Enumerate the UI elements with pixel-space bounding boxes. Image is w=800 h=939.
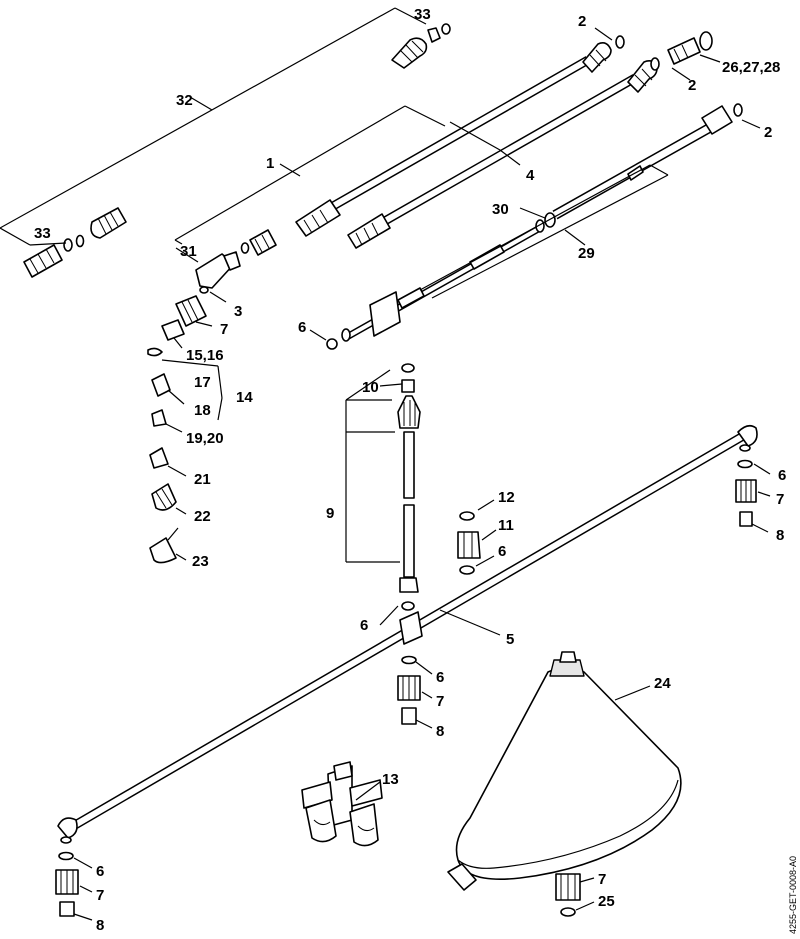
boom-nozzle-left <box>55 851 79 917</box>
callout-6-a: 6 <box>298 319 306 336</box>
callout-7-b: 7 <box>776 491 784 508</box>
callout-18: 18 <box>194 402 211 419</box>
callout-17: 17 <box>194 374 211 391</box>
callout-19-20: 19,20 <box>186 430 224 447</box>
callout-2-b: 2 <box>688 77 696 94</box>
callout-11: 11 <box>498 517 514 534</box>
leader-32 <box>0 7 396 229</box>
callout-22: 22 <box>194 508 211 525</box>
callout-6-e: 6 <box>436 669 444 686</box>
callout-14: 14 <box>236 389 253 406</box>
callout-5: 5 <box>506 631 514 648</box>
callout-7-d: 7 <box>96 887 104 904</box>
lance-32 <box>23 23 451 278</box>
spray-boom-5 <box>57 424 758 844</box>
fitting-11 <box>457 511 481 575</box>
boom-nozzle-right <box>735 459 757 527</box>
shield-nozzle <box>555 873 581 917</box>
extension-9 <box>397 363 421 611</box>
callout-30: 30 <box>492 201 509 218</box>
callout-33-left: 33 <box>34 225 51 242</box>
lance-1 <box>240 35 625 256</box>
callout-23: 23 <box>192 553 209 570</box>
callout-12: 12 <box>498 489 515 506</box>
callout-4: 4 <box>526 167 535 184</box>
callout-29: 29 <box>578 245 595 262</box>
callout-6-d: 6 <box>360 617 368 634</box>
callout-7-a: 7 <box>220 321 228 338</box>
callout-3: 3 <box>234 303 242 320</box>
callout-9: 9 <box>326 505 334 522</box>
callout-2-c: 2 <box>764 124 772 141</box>
callout-15-16: 15,16 <box>186 347 224 364</box>
lance-4 <box>347 31 713 249</box>
lance-29 <box>326 103 743 350</box>
callout-24: 24 <box>654 675 671 692</box>
callout-31: 31 <box>180 243 197 260</box>
callout-6-b: 6 <box>778 467 786 484</box>
callout-32: 32 <box>176 92 193 109</box>
callout-6-c: 6 <box>498 543 506 560</box>
callout-21: 21 <box>194 471 211 488</box>
callout-7-e: 7 <box>598 871 606 888</box>
drawing-code: 4255-GET-0008-A0 <box>788 856 798 934</box>
callout-25: 25 <box>598 893 615 910</box>
callout-1: 1 <box>266 155 274 172</box>
callout-2-a: 2 <box>578 13 586 30</box>
callout-13: 13 <box>382 771 399 788</box>
boom-nozzle-center <box>397 655 421 725</box>
double-nozzle-13 <box>301 761 383 847</box>
callout-33-top: 33 <box>414 6 431 23</box>
spray-shield-24 <box>447 651 682 891</box>
callout-8-c: 8 <box>96 917 104 934</box>
nozzle-parts <box>147 251 241 564</box>
callout-8-a: 8 <box>776 527 784 544</box>
callout-7-c: 7 <box>436 693 444 710</box>
callout-10: 10 <box>362 379 379 396</box>
callout-8-b: 8 <box>436 723 444 740</box>
callout-26-27-28: 26,27,28 <box>722 59 780 76</box>
callout-6-f: 6 <box>96 863 104 880</box>
